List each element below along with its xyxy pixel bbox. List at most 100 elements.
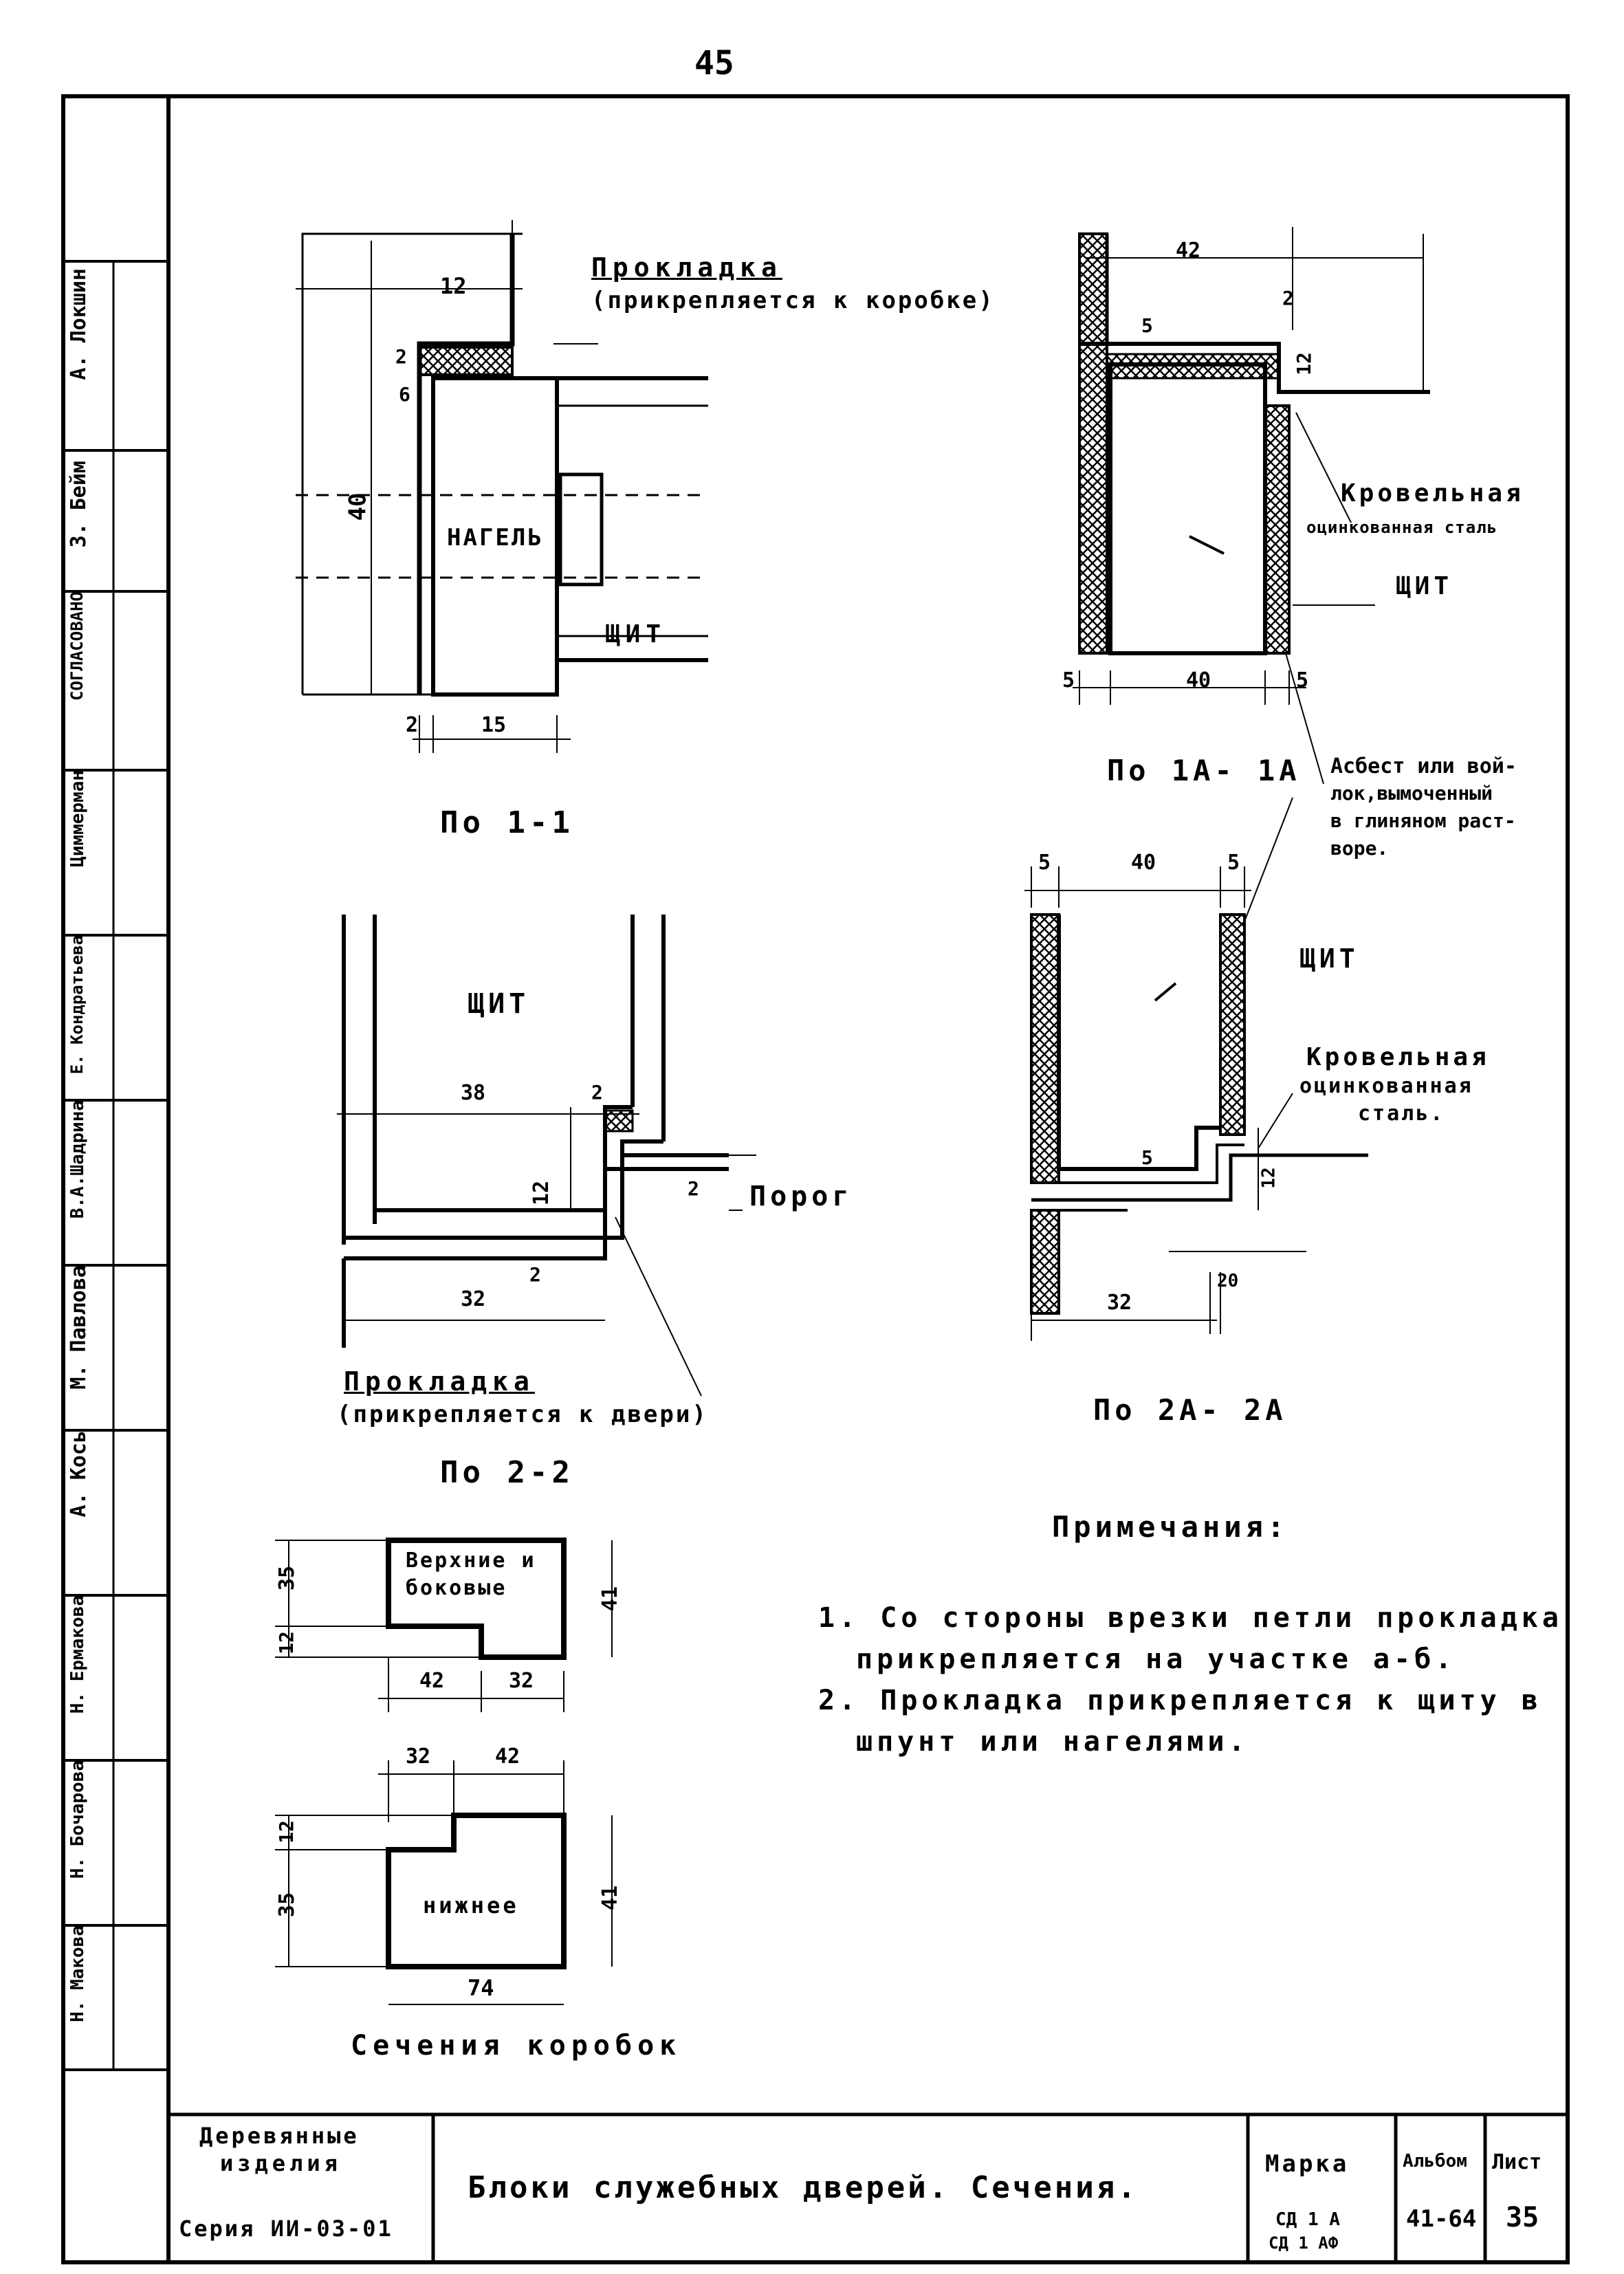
frame-lower-dim-32: 32 [406,1745,431,1769]
frame-upper-dim-12: 12 [274,1631,298,1654]
d1-shield-label: ЩИТ [605,620,667,648]
d1a-asbestos-1: Асбест или вой- [1330,754,1517,778]
note-line-3: 2. Прокладка прикрепляется к щиту в [818,1685,1542,1716]
d2-dim-2b: 2 [688,1177,699,1200]
frame-upper-dim-35: 35 [275,1565,300,1591]
tb-series: Серия ИИ-03-01 [179,2216,393,2242]
detail-2a-2a [1024,797,1368,1341]
frame-sections [275,1538,613,2005]
frame-upper-label: Верхние и [406,1549,536,1573]
d1a-dim-5l: 5 [1062,668,1075,692]
d1-gasket-label: Прокладка [591,252,782,283]
d2-shield-label: ЩИТ [468,988,530,1020]
detail-2-2 [337,915,756,1397]
strip-name-3: Циммерман [67,770,88,867]
d2a-dim-20: 20 [1217,1271,1239,1291]
d2-dim-38: 38 [461,1081,486,1105]
notes-title: Примечания: [1052,1510,1289,1544]
frame-upper-dim-32: 32 [509,1669,534,1693]
strip-name-2: З. Бейм [67,461,91,548]
d1-nagel-label: НАГЕЛЬ [447,524,544,551]
d2-gasket-label: Прокладка [344,1366,535,1397]
d2a-dim-5l: 5 [1038,851,1051,875]
d2-threshold-label: Порог [749,1181,853,1212]
frame-upper-label2: боковые [406,1576,507,1600]
note-line-4: шпунт или нагелями. [856,1726,1249,1758]
d1a-asbestos-4: воре. [1330,837,1389,860]
d2a-dim-5: 5 [1141,1146,1153,1169]
d1a-dim-5: 5 [1141,314,1153,337]
d1-dim-12: 12 [440,273,467,299]
tb-marka-value2: СД 1 АФ [1269,2233,1339,2253]
strip-name-1: А. Локшин [67,268,91,380]
strip-name-8: Н. Ермакова [67,1595,88,1714]
frame-lower-dim-35: 35 [275,1892,300,1918]
strip-name-7: А. Кось [67,1430,91,1518]
frame-lower-dim-74: 74 [468,1975,494,2001]
d1a-dim-40: 40 [1186,668,1211,692]
strip-name-9: Н. Бочарова [67,1760,88,1879]
strip-name-6: М. Павлова [67,1265,91,1390]
d2-dim-2: 2 [591,1081,603,1104]
d1a-roof-label: Кровельная [1341,479,1524,507]
tb-marka-label: Марка [1265,2150,1350,2178]
d1-dim-6: 6 [399,383,410,406]
d1-gasket-note: (прикрепляется к коробке) [591,287,995,314]
detail-1a-1a [1073,227,1430,785]
d2a-shield-label: ЩИТ [1299,943,1359,974]
frame-lower-label: нижнее [423,1892,519,1918]
d1a-dim-5r: 5 [1296,668,1309,692]
frame-upper-dim-42: 42 [419,1669,445,1693]
strip-name-10: Н. Макова [67,1925,88,2022]
note-line-2: прикрепляется на участке а-б. [856,1643,1456,1675]
d1-dim-2: 2 [395,345,407,368]
strip-name-4: Е. Кондратьева [67,935,87,1075]
strip-stamp: СОГЛАСОВАНО [67,591,87,701]
title-block-grid [168,2112,1568,2262]
d2a-dim-32: 32 [1107,1291,1132,1315]
frame-lower-dim-12: 12 [274,1820,298,1844]
d2a-caption: По 2А- 2А [1093,1393,1287,1427]
note-line-1: 1. Со стороны врезки петли прокладка [818,1602,1563,1634]
frame-lower-dim-42: 42 [495,1745,520,1769]
tb-album-value: 41-64 [1406,2205,1477,2233]
d1-caption: По 1-1 [440,805,574,840]
frame-lower-dim-41: 41 [598,1885,623,1911]
d2a-roof-label2: оцинкованная [1299,1074,1473,1098]
left-strip-grid [63,260,168,2071]
d2-dim-12: 12 [529,1180,554,1206]
d1a-dim-12: 12 [1292,352,1315,375]
tb-sheet-value: 35 [1506,2202,1539,2233]
tb-sheet-label: Лист [1492,2150,1542,2174]
d1-dim-15: 15 [481,713,507,737]
tb-title: Блоки служебных дверей. Сечения. [468,2170,1139,2205]
d2-dim-2c: 2 [529,1263,541,1286]
d2-caption: По 2-2 [440,1455,574,1490]
detail-1-1 [296,220,708,753]
d2a-dim-12: 12 [1258,1167,1280,1189]
d2-gasket-note: (прикрепляется к двери) [337,1401,708,1428]
d2a-roof-label3: сталь. [1358,1102,1445,1126]
tb-org-line1: Деревянные [199,2123,360,2149]
d1a-asbestos-3: в глиняном раст- [1330,809,1516,832]
d1a-shield-label: ЩИТ [1396,572,1453,600]
d2a-roof-label: Кровельная [1306,1043,1490,1071]
strip-name-5: В.А.Шадрина [67,1100,88,1219]
d1-dim-2b: 2 [406,713,419,737]
page-number: 45 [694,44,734,83]
d2-dim-32: 32 [461,1287,486,1311]
sheet-frame [61,94,1570,2264]
d1a-caption: По 1А- 1А [1107,754,1301,787]
d1a-roof-label2: оцинкованная сталь [1306,518,1498,537]
d1a-dim-42: 42 [1176,239,1201,263]
d1a-asbestos-2: лок,вымоченный [1330,782,1493,805]
frame-upper-dim-41: 41 [598,1586,623,1612]
d2a-dim-40: 40 [1131,851,1156,875]
tb-marka-value1: СД 1 А [1275,2209,1340,2230]
frames-caption: Сечения коробок [351,2030,682,2062]
d1-dim-40: 40 [344,492,372,521]
tb-album-label: Альбом [1403,2151,1467,2172]
d2a-dim-5r: 5 [1227,851,1240,875]
tb-org-line2: изделия [220,2150,342,2176]
